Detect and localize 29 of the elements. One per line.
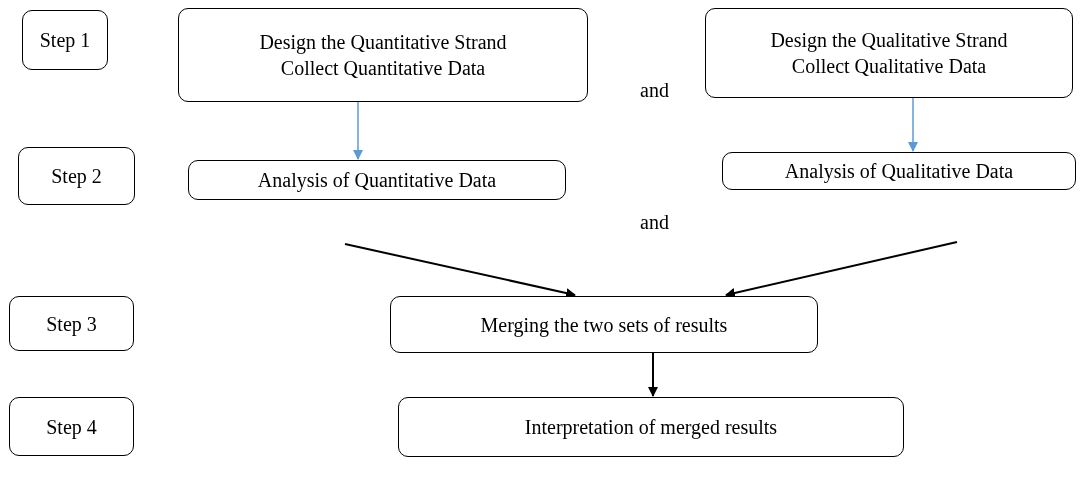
process-box	[722, 152, 1076, 190]
box-text: Step 4	[46, 414, 97, 440]
box-text: Merging the two sets of results	[480, 312, 728, 338]
box-text: Collect Qualitative Data	[791, 54, 987, 79]
process-box	[390, 296, 818, 353]
box-text: Design the Qualitative Strand	[770, 28, 1008, 53]
arrow	[908, 97, 918, 152]
box-text: Interpretation of merged results	[524, 415, 778, 440]
box-text: Analysis of Qualitative Data	[784, 159, 1014, 184]
process-box	[398, 397, 904, 457]
arrow	[353, 101, 363, 160]
connector-word: and	[640, 210, 669, 234]
box-text: Step 1	[39, 28, 91, 53]
box-text: Analysis of Quantitative Data	[257, 168, 497, 193]
process-box	[188, 160, 566, 200]
process-box	[9, 397, 134, 456]
process-box	[18, 147, 135, 205]
process-box	[9, 296, 134, 351]
connector-word: and	[640, 78, 669, 102]
process-box	[22, 10, 108, 70]
box-text: Design the Quantitative Strand	[259, 30, 507, 55]
arrow	[648, 352, 658, 397]
arrow	[344, 243, 576, 298]
box-text: Step 3	[46, 311, 97, 337]
box-text: Collect Quantitative Data	[280, 56, 486, 81]
box-text: Step 2	[51, 164, 102, 189]
process-box	[178, 8, 588, 102]
arrow	[725, 241, 958, 298]
process-box	[705, 8, 1073, 98]
